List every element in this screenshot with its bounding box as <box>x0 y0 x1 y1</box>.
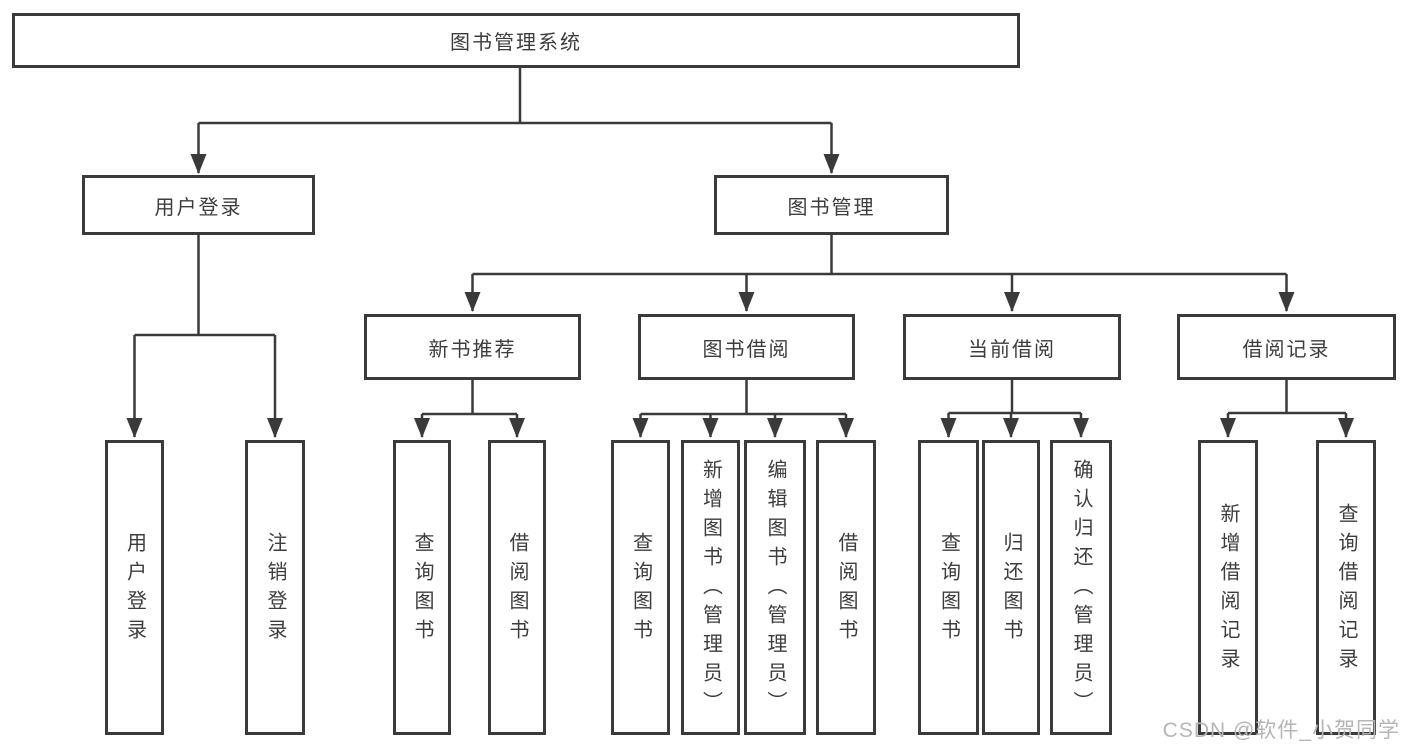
node-new-book-recommend: 新书推荐 <box>364 314 581 380</box>
leaf-add-book-admin: 新增图书（管理员） <box>681 440 740 735</box>
node-borrow-records: 借阅记录 <box>1177 314 1396 380</box>
leaf-confirm-return-admin: 确认归还（管理员） <box>1050 440 1112 735</box>
leaf-return-book: 归还图书 <box>982 440 1040 735</box>
watermark: CSDN @软件_小贺同学 <box>1162 719 1400 742</box>
leaf-add-borrow-record: 新增借阅记录 <box>1198 440 1258 735</box>
leaf-user-login: 用户登录 <box>105 440 164 735</box>
leaf-query-books-borrow: 查询图书 <box>611 440 670 735</box>
leaf-borrow-books: 借阅图书 <box>816 440 876 735</box>
node-book-management: 图书管理 <box>714 175 949 235</box>
leaf-edit-book-admin: 编辑图书（管理员） <box>744 440 806 735</box>
leaf-logout: 注销登录 <box>245 440 305 735</box>
node-current-borrow: 当前借阅 <box>903 314 1121 380</box>
leaf-query-books-current: 查询图书 <box>918 440 979 735</box>
leaf-borrow-books-recommend: 借阅图书 <box>488 440 546 735</box>
node-root-system: 图书管理系统 <box>12 13 1020 68</box>
node-book-borrow: 图书借阅 <box>638 314 855 380</box>
leaf-query-borrow-record: 查询借阅记录 <box>1316 440 1376 735</box>
node-user-login: 用户登录 <box>82 175 315 235</box>
leaf-query-books-recommend: 查询图书 <box>393 440 451 735</box>
